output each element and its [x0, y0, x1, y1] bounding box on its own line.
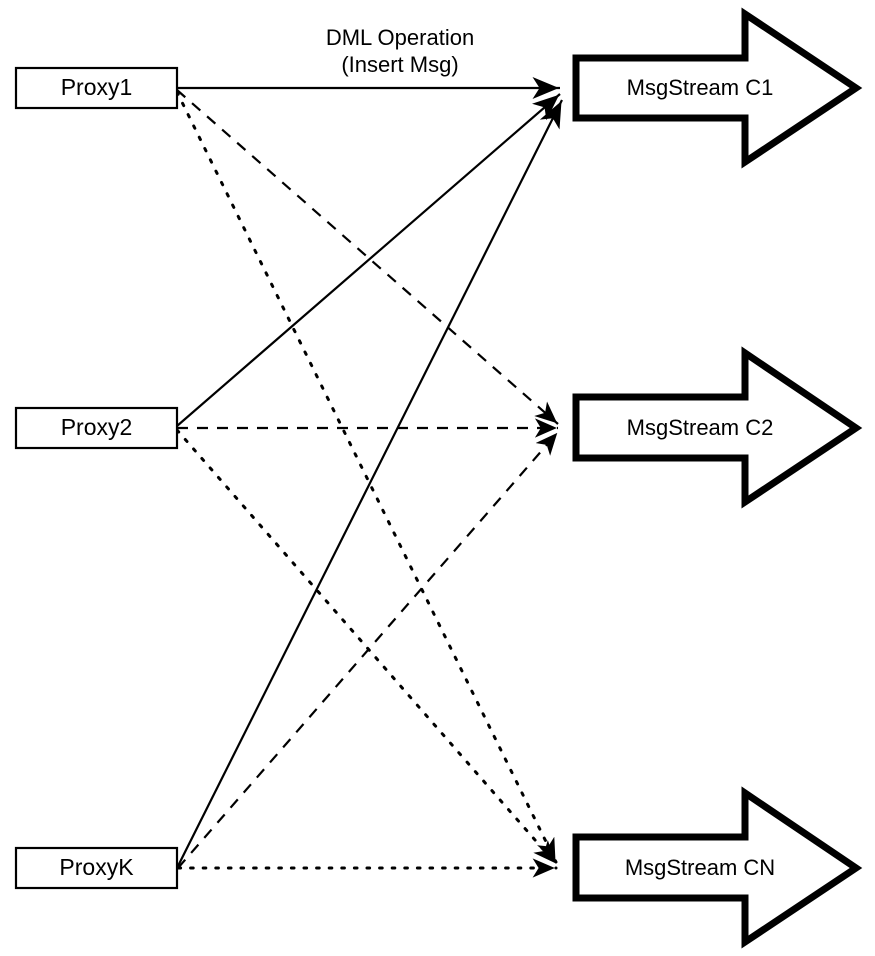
- edge-group-proxy1: [175, 77, 560, 864]
- proxy1-box[interactable]: [14, 66, 179, 110]
- msgstream-c1-label: MsgStream C1: [627, 75, 774, 100]
- node-msgstream-c1[interactable]: MsgStream C1: [572, 7, 863, 169]
- proxy1-label: Proxy1: [61, 74, 133, 100]
- node-msgstream-cn[interactable]: MsgStream CN: [572, 786, 863, 949]
- node-msgstream-c2[interactable]: MsgStream C2: [572, 346, 863, 509]
- edge-proxy1-to-cn: [175, 90, 558, 864]
- proxy2-label: Proxy2: [61, 414, 133, 440]
- edge-proxyk-to-c1: [177, 99, 563, 867]
- edge-proxy2-to-cn: [175, 428, 558, 866]
- msgstream-c2-label: MsgStream C2: [627, 415, 774, 440]
- proxy2-box[interactable]: [14, 406, 179, 450]
- msgstream-c1-arrow-shape[interactable]: [572, 7, 863, 169]
- node-proxy2[interactable]: Proxy2: [14, 406, 179, 450]
- msgstream-cn-arrow-shape[interactable]: [572, 786, 863, 949]
- edge-group-proxy2: [175, 93, 561, 866]
- node-proxy1[interactable]: Proxy1: [14, 66, 179, 110]
- msgstream-cn-label: MsgStream CN: [625, 855, 775, 880]
- edge-group-proxyk: [176, 99, 563, 878]
- edge-label-dml-operation: DML Operation (Insert Msg): [326, 25, 474, 77]
- edge-proxyk-to-c2: [177, 431, 559, 869]
- proxyk-label: ProxyK: [59, 854, 134, 880]
- node-proxyk[interactable]: ProxyK: [14, 846, 179, 890]
- edge-proxy2-to-c1: [176, 93, 561, 427]
- edge-label-line2: (Insert Msg): [341, 52, 458, 77]
- proxyk-box[interactable]: [14, 846, 179, 890]
- edge-label-line1: DML Operation: [326, 25, 474, 50]
- msgstream-c2-arrow-shape[interactable]: [572, 346, 863, 509]
- edge-proxy1-to-c2: [176, 89, 559, 425]
